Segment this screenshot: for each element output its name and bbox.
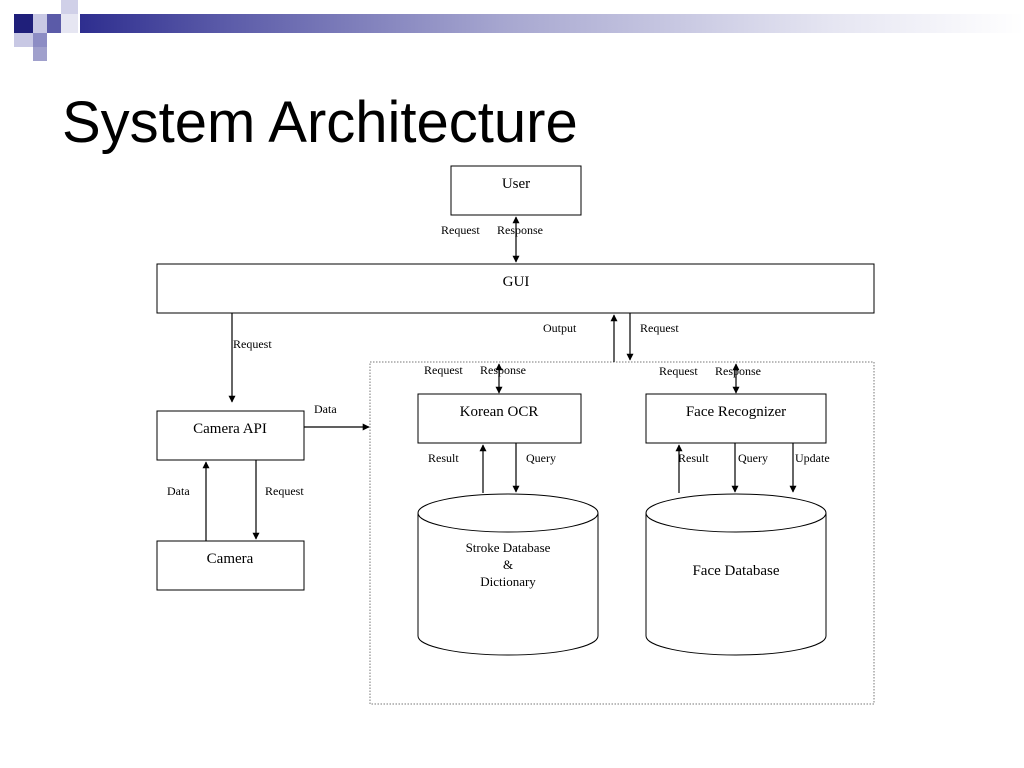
slide-title: System Architecture [62,90,578,155]
header-square-decoration [33,47,47,61]
camera-node: Camera [156,540,305,591]
header-square-decoration [14,33,33,47]
face-database-cylinder: Face Database [645,493,827,656]
face-database-label: Face Database [692,563,779,579]
header-square-decoration [47,14,61,33]
edge-label-face-update: Update [795,451,830,465]
gui-node: GUI [156,263,875,314]
camera-label: Camera [207,551,254,567]
edge-label-gui-request: Request [640,321,679,335]
face-recognizer-node: Face Recognizer [645,393,827,444]
edge-label-gui-output: Output [543,321,577,335]
stroke-database-label-line2: & [503,557,513,572]
edge-label-ocr-query: Query [526,451,556,465]
korean-ocr-label: Korean OCR [460,404,539,420]
recognition-subsystem-boundary [369,361,875,705]
edge-label-face-result: Result [678,451,709,465]
gui-label: GUI [503,274,530,290]
edge-label-camera-api-data: Data [314,402,337,416]
edge-label-ocr-response: Response [480,363,526,377]
header-square-decoration [33,33,47,47]
edge-label-face-response: Response [715,364,761,378]
edge-label-camera-request: Request [265,484,304,498]
header-square-decoration [61,14,78,33]
user-node: User [450,165,582,216]
edge-label-ocr-result: Result [428,451,459,465]
header-square-decoration [33,14,47,33]
user-label: User [502,176,530,192]
face-recognizer-label: Face Recognizer [686,404,786,420]
edge-label-gui-camera-request: Request [233,337,272,351]
edge-label-face-query: Query [738,451,768,465]
camera-api-node: Camera API [156,410,305,461]
header-gradient-band [80,14,1024,33]
stroke-database-label-line1: Stroke Database [466,540,551,555]
edge-label-user-response: Response [497,223,543,237]
korean-ocr-node: Korean OCR [417,393,582,444]
stroke-database-cylinder: Stroke Database & Dictionary [417,493,599,656]
stroke-database-label-line3: Dictionary [480,574,536,589]
header-square-decoration [14,14,33,33]
edge-label-ocr-request: Request [424,363,463,377]
edge-label-face-request: Request [659,364,698,378]
camera-api-label: Camera API [193,421,267,437]
header-square-decoration [61,0,78,14]
edge-label-camera-data: Data [167,484,190,498]
edge-label-user-request: Request [441,223,480,237]
